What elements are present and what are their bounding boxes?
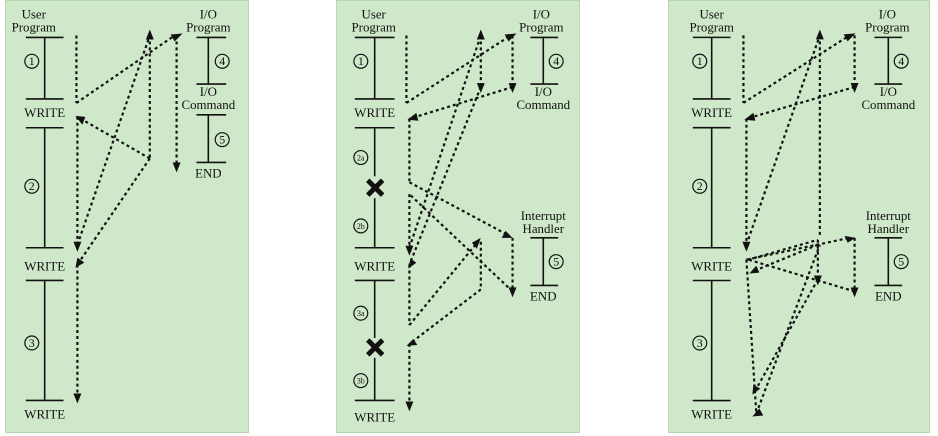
io-program-title-line1: I/O (200, 8, 217, 22)
end-label: END (195, 166, 221, 180)
user-program-title-line1: User (699, 8, 724, 22)
io-program-title-line2: Program (519, 21, 563, 35)
step-2-label: 2 (29, 179, 35, 193)
step-2b-label: 2b (357, 222, 365, 231)
io-program-timeline (196, 36, 227, 164)
step-3-circle: 3 (24, 335, 40, 351)
io-program-title-line2: Program (186, 21, 230, 35)
interrupt-x-mark-2 (365, 338, 385, 357)
step-3-label: 3 (29, 336, 35, 350)
arrowheads (405, 29, 517, 412)
interrupt-handler-title-line2: Handler (868, 222, 910, 236)
step-5-label: 5 (898, 255, 904, 269)
panel-c-diagram: User Program I/O Program WRITE WRITE WRI… (689, 8, 915, 422)
step-1-circle: 1 (24, 53, 40, 69)
io-program-timeline (874, 36, 903, 85)
io-program-title-line1: I/O (533, 8, 550, 22)
step-4-circle: 4 (893, 53, 909, 69)
arrowheads (742, 29, 859, 417)
io-command-line1: I/O (880, 85, 897, 99)
step-3-circle: 3 (692, 335, 708, 351)
write-label-1: WRITE (691, 106, 732, 120)
step-4-circle: 4 (214, 53, 230, 69)
step-2a-circle: 2a (353, 149, 369, 166)
write-label-2: WRITE (24, 260, 65, 274)
control-flow-arrows (742, 34, 856, 414)
write-label-2: WRITE (691, 260, 732, 274)
io-command-line1: I/O (535, 85, 552, 99)
step-2-circle: 2 (24, 178, 40, 194)
panel-no-interrupts: User Program I/O Program WRITE WRITE WRI… (5, 0, 249, 433)
interrupt-handler-title-line2: Handler (523, 222, 565, 236)
step-5-circle: 5 (548, 254, 564, 270)
step-5-label: 5 (553, 255, 559, 269)
io-command-line2: Command (181, 98, 235, 112)
user-program-title-line2: Program (352, 21, 396, 35)
user-program-timeline (354, 36, 395, 402)
interrupt-handler-timeline (874, 237, 903, 287)
step-2a-label: 2a (357, 153, 365, 162)
control-flow-arrows (405, 34, 514, 406)
step-4-label: 4 (553, 54, 559, 68)
step-1-circle: 1 (353, 53, 369, 69)
io-program-title-line1: I/O (879, 8, 896, 22)
write-label-2: WRITE (354, 260, 395, 274)
step-1-label: 1 (358, 54, 364, 68)
step-1-label: 1 (29, 54, 35, 68)
user-program-timeline (692, 36, 731, 402)
user-program-title-line1: User (22, 8, 47, 22)
io-command-line1: I/O (200, 85, 217, 99)
control-flow-arrows (75, 34, 178, 397)
user-program-timeline (25, 36, 64, 402)
end-label: END (530, 289, 556, 303)
step-3a-circle: 3a (353, 305, 369, 321)
panel-a-diagram: User Program I/O Program WRITE WRITE WRI… (12, 8, 236, 422)
step-1-label: 1 (697, 54, 703, 68)
user-program-title-line2: Program (12, 21, 56, 35)
step-4-label: 4 (219, 54, 225, 68)
step-2-label: 2 (697, 179, 703, 193)
interrupt-x-mark-1 (365, 178, 385, 197)
step-5-label: 5 (219, 133, 225, 147)
step-4-label: 4 (898, 54, 904, 68)
interrupt-handler-title-line1: Interrupt (521, 209, 566, 223)
write-label-3: WRITE (691, 407, 732, 421)
io-program-title-line2: Program (865, 20, 909, 34)
panel-interrupts-short-io-wait: User Program I/O Program WRITE WRITE WRI… (336, 0, 580, 433)
step-5-circle: 5 (214, 132, 230, 148)
step-5-circle: 5 (893, 254, 909, 270)
step-2-circle: 2 (692, 178, 708, 194)
user-program-title-line1: User (362, 8, 387, 22)
step-2b-circle: 2b (353, 218, 369, 234)
write-label-1: WRITE (24, 106, 65, 120)
panel-interrupts-long-io-wait: User Program I/O Program WRITE WRITE WRI… (668, 0, 930, 433)
step-3b-label: 3b (357, 377, 365, 386)
write-label-1: WRITE (354, 106, 395, 120)
step-4-circle: 4 (548, 53, 564, 69)
end-label: END (875, 289, 902, 303)
user-program-title-line2: Program (689, 20, 733, 34)
interrupt-handler-timeline (530, 237, 559, 287)
interrupt-handler-title-line1: Interrupt (866, 209, 912, 223)
panel-b-diagram: User Program I/O Program WRITE WRITE WRI… (352, 8, 571, 425)
step-1-circle: 1 (692, 53, 708, 69)
io-command-line2: Command (516, 98, 570, 112)
step-3b-circle: 3b (353, 373, 369, 389)
io-command-line2: Command (861, 98, 915, 112)
arrowheads (73, 29, 183, 404)
step-3a-label: 3a (357, 309, 365, 318)
step-3-label: 3 (697, 336, 703, 350)
io-program-timeline (530, 36, 559, 85)
write-label-3: WRITE (24, 407, 65, 421)
write-label-3: WRITE (354, 410, 395, 424)
